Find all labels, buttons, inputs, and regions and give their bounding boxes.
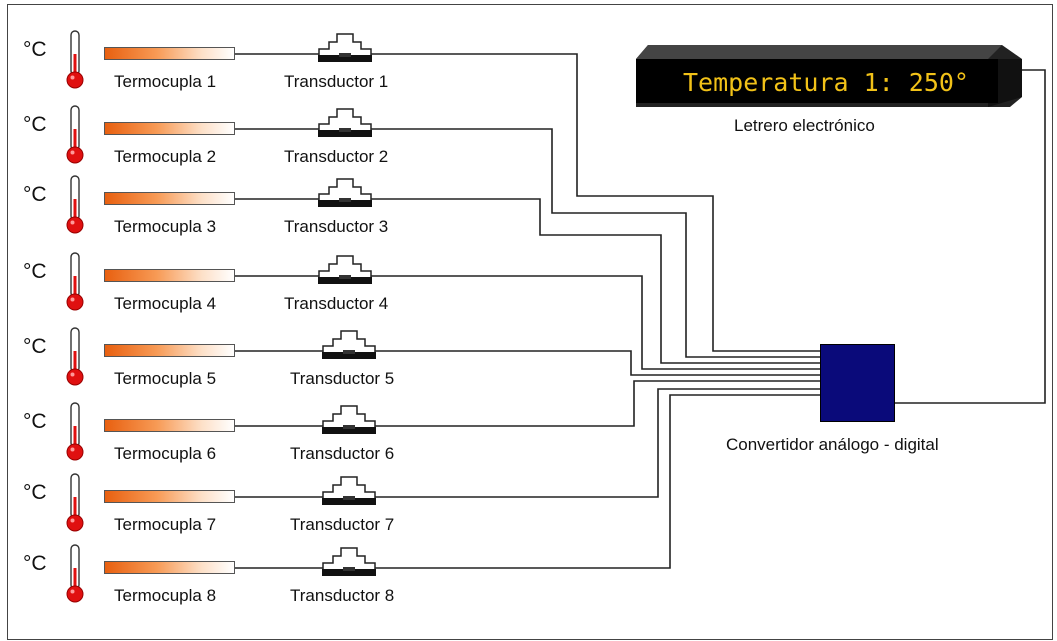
thermometer-icon: [66, 30, 84, 89]
transducer-label: Transductor 7: [290, 515, 395, 534]
transducer-icon: [318, 108, 372, 137]
thermocouple-label: Termocupla 6: [114, 444, 217, 463]
ad-converter-label: Convertidor análogo - digital: [726, 435, 939, 454]
electronic-sign-box: [636, 45, 1022, 107]
transducer-icon: [318, 255, 372, 284]
thermocouple-probe: [104, 561, 235, 574]
thermometer-icon: [66, 105, 84, 164]
celsius-unit-label: °C: [23, 335, 47, 358]
transducer-label: Transductor 2: [284, 147, 389, 166]
transducer-label: Transductor 8: [290, 586, 395, 605]
transducer-label: Transductor 3: [284, 217, 389, 236]
celsius-unit-label: °C: [23, 552, 47, 575]
thermocouple-probe: [104, 47, 235, 60]
sensor-row-3: °C Termocupla 3 Transductor 3: [0, 173, 450, 245]
celsius-unit-label: °C: [23, 38, 47, 61]
transducer-label: Transductor 1: [284, 72, 389, 91]
ad-converter-box: [820, 344, 895, 422]
transducer-label: Transductor 5: [290, 369, 395, 388]
thermometer-icon: [66, 544, 84, 603]
thermometer-icon: [66, 402, 84, 461]
thermocouple-probe: [104, 269, 235, 282]
thermocouple-probe: [104, 122, 235, 135]
sensor-row-1: °C Termocupla 1 Transductor 1: [0, 28, 450, 100]
thermocouple-probe: [104, 419, 235, 432]
thermocouple-label: Termocupla 1: [114, 72, 217, 91]
transducer-label: Transductor 6: [290, 444, 395, 463]
thermocouple-probe: [104, 192, 235, 205]
celsius-unit-label: °C: [23, 183, 47, 206]
transducer-icon: [318, 33, 372, 62]
transducer-icon: [318, 178, 372, 207]
sensor-row-8: °C Termocupla 8 Transductor 8: [0, 542, 450, 614]
thermocouple-label: Termocupla 5: [114, 369, 217, 388]
thermometer-icon: [66, 473, 84, 532]
thermocouple-label: Termocupla 2: [114, 147, 217, 166]
transducer-label: Transductor 4: [284, 294, 389, 313]
thermocouple-label: Termocupla 3: [114, 217, 217, 236]
thermocouple-probe: [104, 490, 235, 503]
thermometer-icon: [66, 175, 84, 234]
sensor-row-4: °C Termocupla 4 Transductor 4: [0, 250, 450, 322]
celsius-unit-label: °C: [23, 260, 47, 283]
transducer-icon: [322, 330, 376, 359]
celsius-unit-label: °C: [23, 113, 47, 136]
transducer-icon: [322, 476, 376, 505]
sensor-row-5: °C Termocupla 5 Transductor 5: [0, 325, 450, 397]
thermocouple-label: Termocupla 4: [114, 294, 217, 313]
transducer-icon: [322, 547, 376, 576]
thermometer-icon: [66, 252, 84, 311]
electronic-sign-text: Temperatura 1: 250°: [683, 68, 969, 97]
sensor-row-6: °C Termocupla 6 Transductor 6: [0, 400, 450, 472]
thermometer-icon: [66, 327, 84, 386]
transducer-icon: [322, 405, 376, 434]
sensor-row-7: °C Termocupla 7 Transductor 7: [0, 471, 450, 543]
thermocouple-probe: [104, 344, 235, 357]
sensor-row-2: °C Termocupla 2 Transductor 2: [0, 103, 450, 175]
celsius-unit-label: °C: [23, 481, 47, 504]
electronic-sign-label: Letrero electrónico: [734, 116, 875, 135]
thermocouple-label: Termocupla 7: [114, 515, 217, 534]
celsius-unit-label: °C: [23, 410, 47, 433]
thermocouple-label: Termocupla 8: [114, 586, 217, 605]
